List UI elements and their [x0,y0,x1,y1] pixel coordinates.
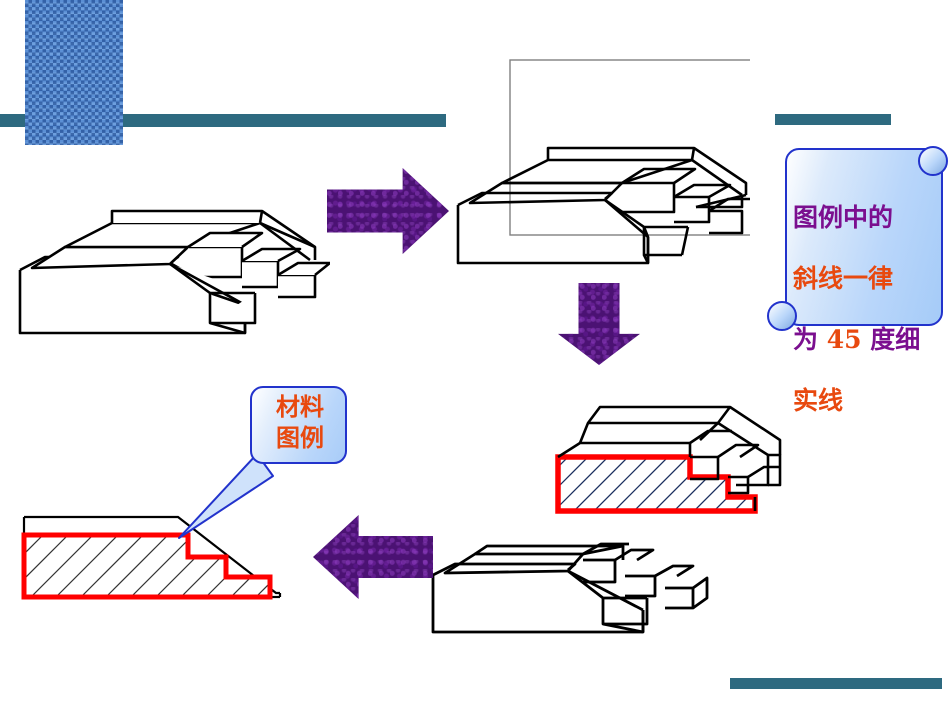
ortho-section-outline [21,532,273,600]
orthographic-section-view [21,515,282,600]
accent-bar-right [775,114,891,125]
isometric-removed-half [431,542,709,634]
scroll-line-2: 斜线一律 [793,263,894,293]
scroll-line-3a: 为 [793,324,827,354]
scroll-note[interactable]: 图例中的 斜线一律 为 45 度细 实线 [763,140,948,415]
scroll-note-text: 图例中的 斜线一律 为 45 度细 实线 [793,172,939,416]
legend-bubble-shape [250,386,347,464]
scroll-body-shape [785,148,943,326]
cutting-plane-rect [509,59,750,236]
iso-section-outline [555,454,758,514]
scroll-curl-bottom-left-icon [767,301,797,331]
blue-pattern-panel [25,0,123,145]
arrow-left-icon [313,515,433,599]
scroll-line-3c: 度细 [870,324,921,354]
legend-callout-leader [178,453,274,539]
scroll-curl-top-right-icon [918,146,948,176]
arrow-down-icon [558,283,640,365]
scroll-line-4: 实线 [793,385,844,415]
arrow-right-icon [327,168,449,254]
ortho-section-face [24,535,270,597]
isometric-half-section [555,405,782,514]
scroll-line-3b: 45 [826,324,871,354]
isometric-block-with-cutting-plane [456,59,750,265]
legend-line-1: 材料 [276,392,324,421]
legend-line-2: 图例 [276,422,324,452]
isometric-stepped-block [18,209,330,335]
material-legend-note[interactable]: 材料图例 [182,386,350,486]
legend-bubble-text: 材料图例 [260,392,340,453]
accent-bar-bottom [730,678,942,689]
scroll-line-1: 图例中的 [793,202,894,232]
